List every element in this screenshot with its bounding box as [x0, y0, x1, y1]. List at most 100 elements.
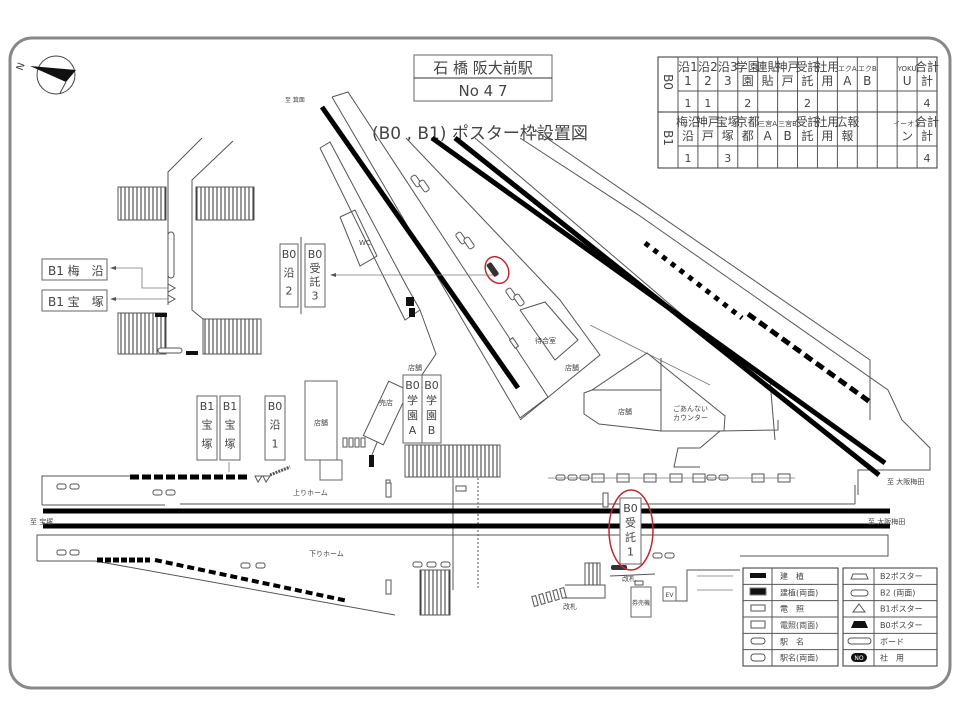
table-header-cell-2: 3 [724, 74, 732, 88]
poster-label-b0-zoi2: B0 [282, 248, 297, 261]
table-header-cell: 受託 [795, 59, 819, 74]
table-header-cell-2: 1 [684, 74, 692, 88]
poster-label-box [264, 395, 286, 461]
poster-label-box [219, 395, 241, 461]
ticket-machine-label: 券売機 [632, 599, 650, 607]
poster-label-b1-takarazuka-a: 宝 [202, 418, 213, 432]
info-counter-label: カウンター [673, 413, 708, 422]
table-row-label-b0: B0 [661, 74, 675, 90]
no-badge-text: NO [854, 655, 863, 662]
waiting-room-label: 待合室 [535, 336, 556, 345]
kiosk-label: 売店 [379, 398, 393, 407]
table-header-cell-2: ン [901, 129, 913, 143]
table-header-cell: 社用 [815, 59, 839, 74]
shop-label: 店舗 [618, 407, 632, 416]
poster-label-b0-gakuen-b: B0 [424, 379, 439, 392]
company-use-icon [851, 653, 867, 662]
legend-label: 駅名(両面) [780, 653, 818, 663]
table-row-label-b1: B1 [661, 130, 675, 146]
table-header-cell-2: 用 [821, 74, 833, 88]
b0-poster-icon [851, 621, 868, 628]
diagonal-platforms: WC 待合室 店舗 店舗 店舗 [285, 91, 931, 495]
table-header-cell: 広報 [835, 115, 859, 129]
poster-label-b0-jutaku3: 3 [312, 289, 319, 302]
table-header-cell: 学園 [736, 59, 760, 74]
up-platform-label: 上りホーム [293, 488, 328, 497]
board-icon [847, 637, 872, 645]
poster-label-b0-gakuen-b: 学 [426, 393, 437, 407]
legend-label: 社 用 [880, 653, 904, 663]
poster-label-b0-jutaku3: 託 [310, 275, 321, 289]
table-value-cell: 1 [684, 152, 691, 165]
poster-label-b0-jutaku1: B0 [623, 502, 638, 515]
table-header-cell: エクA [838, 65, 857, 73]
b1-poster-icon [167, 283, 177, 293]
poster-label-box [196, 395, 218, 461]
legend-label: 建植(両面) [780, 587, 818, 597]
main-platforms: 上りホーム 下りホーム 至 宝塚 至 大阪梅田 至 大阪梅田 [30, 465, 924, 616]
poster-label-box [421, 374, 442, 444]
table-header-cell-2: 計 [921, 73, 933, 88]
north-label: N [15, 61, 28, 72]
building-sign-double-icon [749, 587, 767, 596]
legend-label: B2 (両面) [880, 588, 915, 597]
poster-label-b0-zoi1: B0 [268, 400, 283, 413]
elevator-label: EV [666, 592, 675, 599]
poster-label-b0-gakuen-a: 学 [407, 393, 418, 407]
electric-signs [410, 174, 525, 349]
light-sign-icon [750, 604, 766, 612]
shop-label: 店舗 [314, 418, 328, 427]
poster-label-b0-jutaku1: 1 [627, 546, 634, 559]
table-header-cell-2: 報 [841, 129, 853, 143]
left-station-section: B1 梅 沿 B1 宝 塚 [41, 137, 262, 355]
poster-label-b0-gakuen-a: B0 [405, 379, 420, 392]
table-header-cell-2: 託 [801, 128, 813, 143]
gate-label: 改札 [622, 574, 636, 583]
table-header-cell: 三宮B [778, 119, 797, 128]
direction-umeda-down: 至 大阪梅田 [868, 517, 905, 526]
poster-label-box [619, 497, 642, 565]
table-header-cell-2: 沿 [682, 129, 694, 143]
compass-icon: N [15, 55, 76, 95]
poster-label-b0-gakuen-a: 園 [407, 409, 418, 422]
b0-poster-icon [611, 565, 627, 570]
gate-area: 改札 改札 券売機 EV [419, 562, 740, 618]
table-value-cell: 3 [724, 152, 731, 165]
poster-label-b0-zoi2: 2 [286, 285, 293, 298]
table-value-cell: 1 [684, 97, 691, 110]
b1-poster-icon [167, 294, 177, 304]
station-name-icon [750, 637, 766, 645]
table-header-cell-2: 塚 [722, 129, 734, 143]
highlight-circle [484, 255, 510, 285]
table-header-cell-2: A [843, 74, 852, 88]
table-header-cell-2: 戸 [782, 74, 794, 88]
table-value-cell: 2 [744, 97, 751, 110]
title-box: 石 橋 阪大前駅 No 4 7 [413, 54, 553, 102]
table-header-cell: 沿2 [698, 60, 718, 74]
station-number: No 4 7 [458, 82, 507, 100]
table-value-cell: 1 [704, 97, 711, 110]
table-header-cell: YOKU [897, 65, 917, 73]
building-sign-icon [750, 573, 766, 578]
light-sign-double-icon [750, 620, 766, 629]
poster-label-b0-jutaku1: 託 [625, 530, 636, 544]
legend-label: ボード [880, 637, 904, 646]
gate-label: 改札 [563, 602, 577, 611]
table-header-cell-2: 園 [742, 74, 754, 88]
table-header-cell: エクB [858, 65, 877, 73]
table-value-cell: 4 [924, 97, 931, 110]
table-header-cell: 合計 [915, 59, 939, 74]
table-header-cell-2: 用 [821, 129, 833, 143]
poster-label-box [304, 243, 326, 308]
table-header-cell: 宝塚 [716, 115, 740, 129]
outer-frame [8, 36, 952, 690]
table-header-cell-2: 託 [801, 73, 813, 88]
table-header-cell: 京都 [736, 115, 760, 129]
table-value-cell: 2 [804, 97, 811, 110]
legend-label: B2ポスター [880, 572, 923, 581]
table-header-cell: 合計 [915, 114, 939, 129]
table-header-cell: 沿1 [678, 60, 698, 74]
poster-count-table: B0 B1 沿111沿221沿33学園園2連貼貼神戸戸受託託2社用用エクAAエク… [657, 56, 939, 169]
